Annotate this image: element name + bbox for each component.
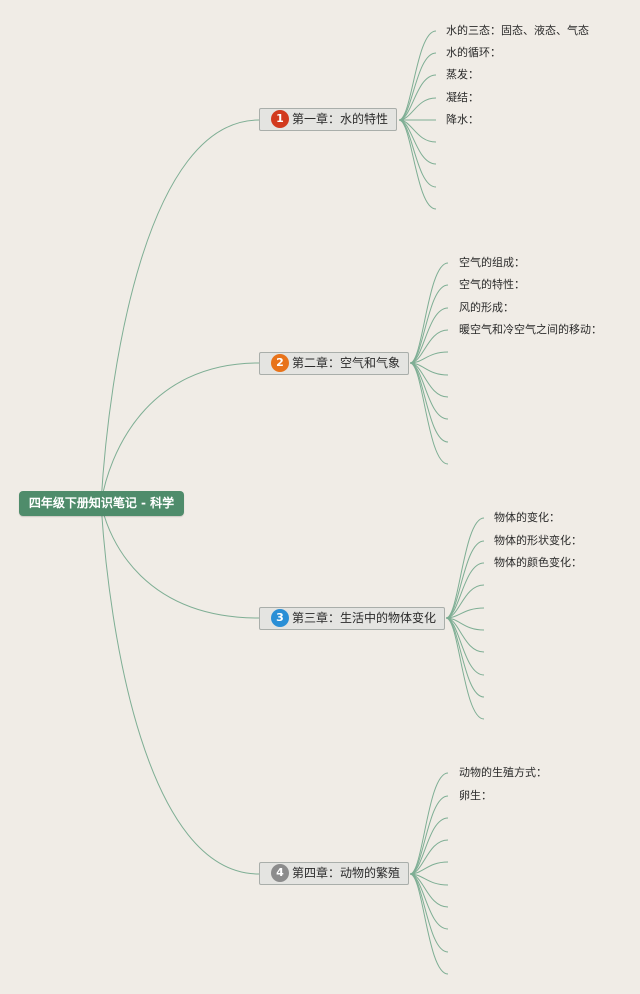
branch-chapter-4-leaf-8 <box>409 873 449 930</box>
branch-chapter-4-leaf-2 <box>409 795 449 875</box>
chapter-3-item-1[interactable]: 物体的变化： <box>494 511 560 524</box>
branch-root-chapter-1 <box>100 119 260 504</box>
chapter-2-item-4[interactable]: 暖空气和冷空气之间的移动： <box>459 323 602 336</box>
branch-chapter-2-leaf-2 <box>409 284 449 364</box>
branch-chapter-1-leaf-4 <box>398 97 437 121</box>
branch-chapter-1-leaf-2 <box>398 52 437 121</box>
chapter-1-topic[interactable]: 1 第一章：水的特性 <box>259 108 398 131</box>
chapter-1-item-5[interactable]: 降水： <box>446 113 479 126</box>
branch-chapter-4-leaf-1 <box>409 772 449 875</box>
branch-chapter-4-leaf-3 <box>409 817 449 875</box>
branch-chapter-1-leaf-1 <box>398 30 437 121</box>
chapter-3-topic[interactable]: 3 第三章：生活中的物体变化 <box>259 607 446 630</box>
branch-chapter-3-leaf-4 <box>445 584 485 619</box>
chapter-1-item-4[interactable]: 凝结： <box>446 91 479 104</box>
chapter-4-title: 第四章：动物的繁殖 <box>292 866 401 880</box>
chapter-3-item-3[interactable]: 物体的颜色变化： <box>494 556 582 569</box>
chapter-3-item-2[interactable]: 物体的形状变化： <box>494 534 582 547</box>
branch-chapter-1-leaf-9 <box>398 119 437 210</box>
chapter-1-title: 第一章：水的特性 <box>292 112 389 126</box>
root-topic[interactable]: 四年级下册知识笔记 - 科学 <box>19 491 184 516</box>
branch-chapter-3-leaf-3 <box>445 562 485 619</box>
branch-chapter-2-leaf-10 <box>409 362 449 465</box>
chapter-2-item-1[interactable]: 空气的组成： <box>459 256 525 269</box>
branch-chapter-3-leaf-1 <box>445 517 485 619</box>
chapter-1-number-badge: 1 <box>271 110 289 128</box>
branch-chapter-2-leaf-4 <box>409 329 449 364</box>
branch-chapter-2-leaf-3 <box>409 307 449 364</box>
chapter-4-item-1[interactable]: 动物的生殖方式： <box>459 766 547 779</box>
branch-chapter-3-leaf-10 <box>445 617 485 720</box>
branch-chapter-2-leaf-5 <box>409 351 449 364</box>
chapter-1-item-2[interactable]: 水的循环： <box>446 46 501 59</box>
chapter-1-item-3[interactable]: 蒸发： <box>446 68 479 81</box>
chapter-3-title: 第三章：生活中的物体变化 <box>292 611 437 625</box>
chapter-4-topic[interactable]: 4 第四章：动物的繁殖 <box>259 862 410 885</box>
branch-chapter-3-leaf-2 <box>445 540 485 619</box>
branch-chapter-4-leaf-4 <box>409 839 449 875</box>
branch-root-chapter-3 <box>100 502 260 619</box>
chapter-2-title: 第二章：空气和气象 <box>292 356 401 370</box>
chapter-3-number-badge: 3 <box>271 609 289 627</box>
chapter-4-number-badge: 4 <box>271 864 289 882</box>
branch-chapter-1-leaf-3 <box>398 74 437 121</box>
branch-root-chapter-4 <box>100 502 260 875</box>
chapter-2-number-badge: 2 <box>271 354 289 372</box>
chapter-2-item-2[interactable]: 空气的特性： <box>459 278 525 291</box>
chapter-2-item-3[interactable]: 风的形成： <box>459 301 514 314</box>
branch-root-chapter-2 <box>100 362 260 504</box>
branch-chapter-4-leaf-9 <box>409 873 449 953</box>
chapter-2-topic[interactable]: 2 第二章：空气和气象 <box>259 352 410 375</box>
branch-chapter-3-leaf-5 <box>445 607 485 619</box>
branch-chapter-4-leaf-10 <box>409 873 449 975</box>
chapter-1-item-1[interactable]: 水的三态：固态、液态、气态 <box>446 24 589 37</box>
branch-chapter-2-leaf-1 <box>409 262 449 364</box>
chapter-4-item-2[interactable]: 卵生： <box>459 789 492 802</box>
branch-chapter-4-leaf-5 <box>409 861 449 875</box>
